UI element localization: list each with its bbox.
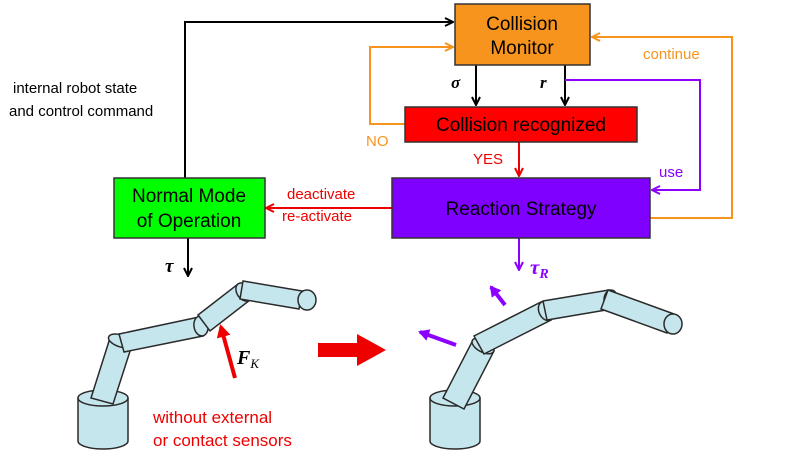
fk-symbol: F	[236, 347, 251, 369]
normal-mode-line2: of Operation	[137, 211, 242, 232]
reaction-arrow-lower	[418, 329, 457, 347]
without-sensors-line1: without external	[152, 408, 272, 427]
collision-recognized-label: Collision recognized	[436, 115, 606, 136]
continue-loop-arrow	[592, 37, 733, 219]
sigma-label: σ	[451, 73, 461, 92]
use-label: use	[659, 164, 683, 181]
reaction-strategy-label: Reaction Strategy	[445, 199, 597, 220]
collision-monitor-line2: Monitor	[490, 38, 554, 59]
reaction-strategy-box: Reaction Strategy	[391, 177, 651, 239]
reactivate-label: re-activate	[282, 208, 352, 225]
deactivate-label: deactivate	[287, 186, 355, 203]
tau-r-symbol: τ	[530, 255, 540, 279]
normal-mode-line1: Normal Mode	[132, 186, 246, 207]
robot-arm-right	[429, 289, 683, 450]
tau-label: τ	[165, 256, 174, 277]
fk-subscript: K	[249, 356, 260, 371]
collision-recognized-box: Collision recognized	[404, 106, 638, 143]
normal-mode-box: Normal Mode of Operation	[113, 177, 266, 239]
r-label: r	[540, 73, 547, 92]
tau-r-label: τR	[530, 255, 549, 282]
force-arrow	[216, 324, 237, 379]
robot-arm-left	[77, 280, 317, 450]
collision-monitor-line1: Collision	[486, 14, 558, 35]
no-loop-arrow	[369, 47, 453, 125]
transition-arrow	[318, 334, 386, 366]
continue-label: continue	[643, 46, 700, 63]
yes-label: YES	[473, 151, 503, 168]
reaction-arrow-upper	[489, 285, 507, 307]
tau-r-subscript: R	[538, 267, 548, 282]
use-arrow	[565, 79, 701, 190]
state-arrow	[184, 22, 453, 178]
collision-monitor-box: Collision Monitor	[454, 3, 591, 66]
no-label: NO	[366, 133, 389, 150]
state-label-line2: and control command	[9, 103, 153, 120]
fk-label: FK	[236, 347, 260, 371]
without-sensors-line2: or contact sensors	[153, 431, 292, 450]
state-label-line1: internal robot state	[13, 80, 137, 97]
